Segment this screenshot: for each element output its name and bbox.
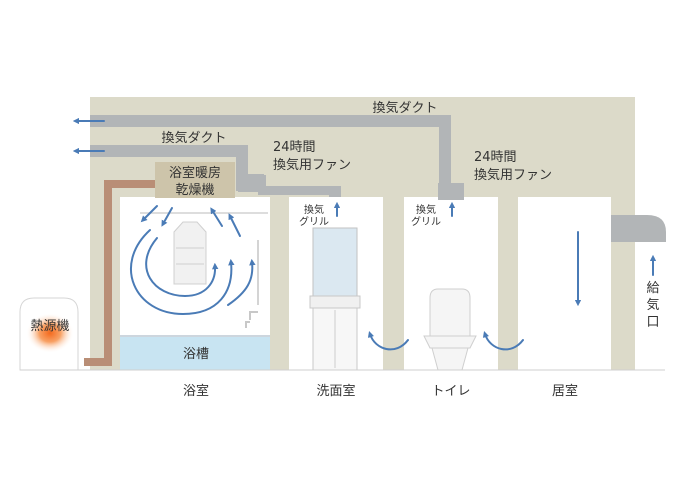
bathroom-circulation-right xyxy=(227,258,256,306)
heat-pipe xyxy=(84,180,155,366)
intake-hood xyxy=(611,215,666,242)
duct-label-top: 換気ダクト xyxy=(372,100,437,116)
dryer-outflow-arrow-4 xyxy=(228,213,241,237)
room-label-bathroom: 浴室 xyxy=(183,383,209,399)
grille-label-2-line1: 換気 xyxy=(416,203,436,216)
vanity-counter xyxy=(309,295,361,309)
dryer-outflow-arrow-2 xyxy=(161,207,173,227)
room-label-living: 居室 xyxy=(552,383,578,399)
bathtub-label: 浴槽 xyxy=(183,347,209,362)
duct-label-second: 換気ダクト xyxy=(161,130,226,146)
dryer-label-line1: 浴室暖房 xyxy=(169,165,221,181)
bathroom-dryer-unit xyxy=(155,162,235,198)
bathroom-circulation-inner xyxy=(145,237,219,298)
living-room xyxy=(518,197,611,370)
fan-label-2-line1: 24時間 xyxy=(474,150,517,165)
bathroom-circulation-outer xyxy=(130,229,235,316)
bathtub xyxy=(120,336,270,370)
faucet xyxy=(245,311,258,328)
grille-label-2-line2: グリル xyxy=(411,215,441,228)
duct-system xyxy=(90,115,666,242)
grille-label-1-line2: グリル xyxy=(299,215,329,228)
toilet-undercut-arrow xyxy=(482,330,524,351)
fan-unit-2 xyxy=(438,183,464,200)
toilet-fixture xyxy=(423,288,477,371)
dryer-label-line2: 乾燥機 xyxy=(175,183,214,198)
washroom-undercut-arrow xyxy=(367,330,409,351)
air-flow-arrows xyxy=(72,117,657,351)
fan-label-1-line2: 換気用ファン xyxy=(273,157,351,173)
room-label-toilet: トイレ xyxy=(431,384,470,399)
intake-label-1: 給 xyxy=(646,281,659,296)
hanging-clothes xyxy=(173,221,207,285)
heat-source-label: 熱源機 xyxy=(30,319,69,334)
heat-glow xyxy=(26,313,74,353)
fan-label-1-line1: 24時間 xyxy=(273,140,316,155)
fan-unit-1 xyxy=(238,174,264,192)
fan-label-2-line2: 換気用ファン xyxy=(474,167,552,183)
dryer-outflow-arrow-3 xyxy=(210,207,223,227)
intake-label-3: 口 xyxy=(646,315,659,330)
intake-label-2: 気 xyxy=(646,297,659,313)
dryer-outflow-arrow-1 xyxy=(140,205,158,223)
washroom-mirror xyxy=(312,227,358,297)
room-label-washroom: 洗面室 xyxy=(316,383,355,399)
grille-label-1-line1: 換気 xyxy=(304,203,324,216)
